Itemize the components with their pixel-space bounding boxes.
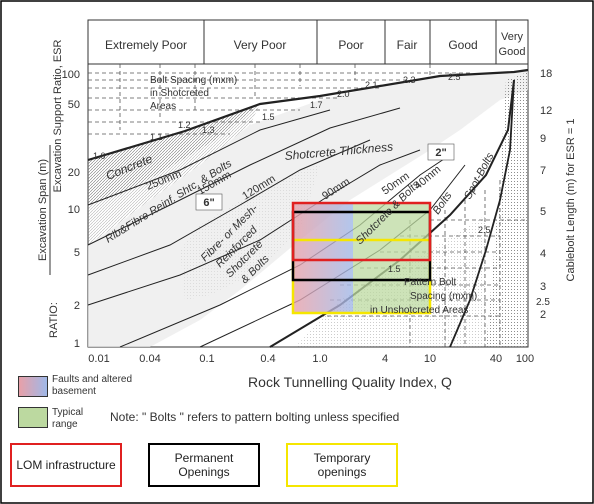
x-tick-0-01: 0.01 — [88, 353, 109, 365]
rock-class-header: Extremely Poor Very Poor Poor Fair Good … — [87, 19, 529, 65]
spacing-1-3: 1.3 — [202, 125, 215, 135]
pattern-bolt-spacing-3: in Unshotcreted Areas — [370, 305, 468, 316]
x-tick-100: 100 — [516, 353, 534, 365]
y-right-tick-9: 9 — [540, 133, 546, 145]
bolt-spacing-shotcreted-2: in Shotcreted — [150, 88, 209, 99]
lom-infrastructure-range — [291, 201, 432, 262]
inch-6-box — [195, 193, 223, 211]
y-right-tick-7: 7 — [540, 165, 546, 177]
typical-range — [353, 203, 430, 313]
y-right-tick-12: 12 — [540, 105, 552, 117]
rock-class-very-poor: Very Poor — [234, 38, 287, 52]
y-axis-left: 100 50 20 10 5 2 1 Excavation Span (m) E… — [37, 40, 80, 350]
y-tick-2: 2 — [74, 300, 80, 312]
y-axis-right: 18 12 9 7 5 4 3 2.5 2 Cablebolt Length (… — [536, 68, 577, 321]
x-tick-0-4: 0.4 — [260, 353, 275, 365]
x-axis-title: Rock Tunnelling Quality Index, Q — [248, 374, 452, 390]
y-right-tick-2-5: 2.5 — [536, 297, 550, 308]
x-tick-10: 10 — [424, 353, 436, 365]
temporary-legend-box: Temporary openings — [286, 443, 398, 487]
pattern-bolt-spacing-2: Spacing (mxm) — [410, 291, 477, 302]
y-right-tick-2: 2 — [540, 309, 546, 321]
spacing-1-5: 1.5 — [262, 112, 275, 122]
x-tick-1-0: 1.0 — [312, 353, 327, 365]
rock-class-poor: Poor — [338, 38, 363, 52]
y-tick-100: 100 — [62, 69, 80, 81]
boundary-120mm — [87, 139, 371, 276]
rock-class-fair: Fair — [397, 38, 418, 52]
y-right-tick-18: 18 — [540, 68, 552, 80]
rock-class-extremely-poor: Extremely Poor — [105, 38, 187, 52]
typical-legend-swatch — [18, 407, 48, 428]
y-right-tick-3: 3 — [540, 281, 546, 293]
concrete-region — [88, 104, 260, 205]
faults-legend-label: Faults and altered basement — [52, 374, 133, 397]
spot-bolts-region — [486, 72, 528, 347]
spacing-2-1: 2.1 — [365, 80, 378, 90]
spacing-dash-lines — [88, 64, 528, 347]
bolt-spacing-shotcreted-3: Areas — [150, 101, 176, 112]
y-tick-50: 50 — [68, 99, 80, 111]
inch-2-box — [427, 143, 455, 161]
faults-altered-range — [293, 203, 353, 313]
spacing-2-3: 2.3 — [403, 75, 416, 85]
y-right-tick-4: 4 — [540, 248, 546, 260]
faults-legend-swatch — [18, 376, 48, 397]
rib-fibre-region — [88, 104, 260, 245]
spacing-1-0: 1.0 — [93, 151, 106, 161]
y-tick-1: 1 — [74, 338, 80, 350]
y-right-axis-title: Cablebolt Length (m) for ESR = 1 — [565, 119, 577, 282]
x-tick-40: 40 — [490, 353, 502, 365]
range-overlays — [291, 201, 432, 315]
x-axis: 0.01 0.04 0.1 0.4 1.0 4 10 40 100 Rock T… — [88, 353, 534, 390]
permanent-legend-box: Permanent Openings — [148, 443, 260, 487]
spacing-2-5: 2.5 — [448, 72, 461, 82]
typical-legend-label: Typical range — [52, 407, 84, 430]
y-tick-20: 20 — [68, 167, 80, 179]
y-right-tick-5: 5 — [540, 206, 546, 218]
spacing-1-2: 1.2 — [178, 120, 191, 130]
pattern-bolt-spacing-1: Pattern Bolt — [404, 277, 456, 288]
rock-class-good: Good — [448, 38, 477, 52]
inch-2-label: 2" — [435, 147, 446, 159]
boundary-150mm — [87, 107, 401, 246]
y-axis-title-bottom: Excavation Support Ratio, ESR — [52, 40, 64, 193]
x-tick-0-1: 0.1 — [199, 353, 214, 365]
y-tick-10: 10 — [68, 204, 80, 216]
boundary-spot-bolts — [449, 79, 515, 348]
bolts-note: Note: " Bolts " refers to pattern boltin… — [110, 410, 400, 424]
spacing-lower-1-5: 1.5 — [388, 264, 401, 274]
spacing-lower-2-5: 2.5 — [478, 225, 491, 235]
y-axis-title-top: Excavation Span (m) — [37, 159, 49, 261]
inch-6-label: 6" — [203, 197, 214, 209]
lom-legend-box: LOM infrastructure — [10, 443, 122, 487]
bolt-spacing-shotcreted-1: Bolt Spacing (mxm) — [150, 75, 237, 86]
spacing-1-1: 1.1 — [150, 132, 163, 142]
x-tick-4: 4 — [382, 353, 388, 365]
rock-class-very-good: Very — [501, 31, 524, 43]
y-tick-5: 5 — [74, 247, 80, 259]
concrete-upper-boundary — [87, 68, 529, 162]
rock-class-very-good-2: Good — [499, 46, 526, 58]
boundary-250mm — [87, 109, 331, 206]
spacing-2-0: 2.0 — [337, 89, 350, 99]
y-axis-ratio-label: RATIO: — [48, 302, 60, 338]
x-tick-0-04: 0.04 — [139, 353, 160, 365]
spacing-1-7: 1.7 — [310, 100, 323, 110]
